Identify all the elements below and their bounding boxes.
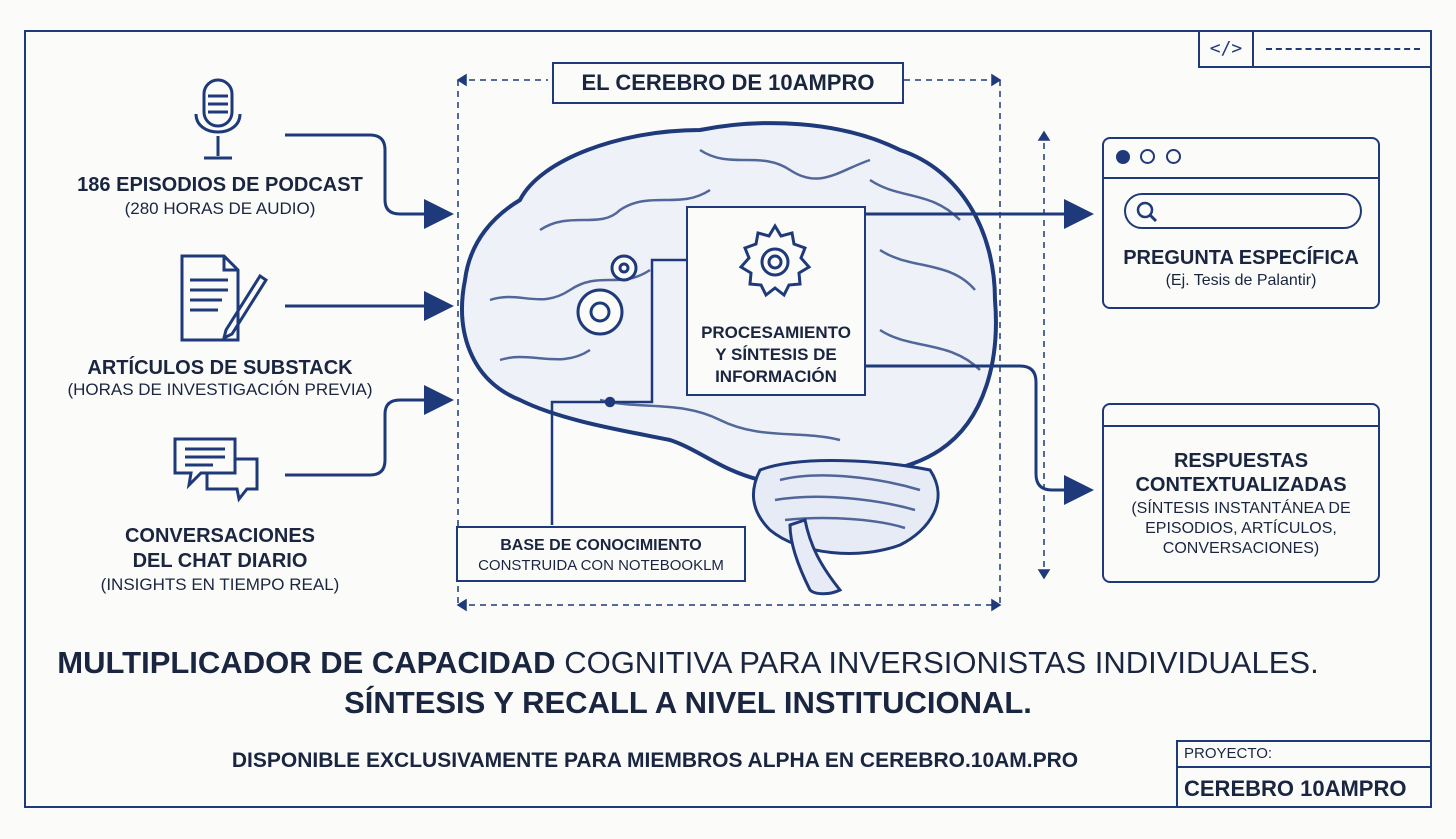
search-input[interactable] [1124, 193, 1362, 229]
answer-sub-3: CONVERSACIONES) [1162, 540, 1320, 557]
window-divider [1104, 177, 1378, 179]
tagline-bold: MULTIPLICADOR DE CAPACIDAD [57, 645, 556, 680]
processing-line-2: Y SÍNTESIS DE [715, 345, 837, 364]
source-chat-title-2: DEL CHAT DIARIO [132, 550, 308, 572]
answer-panel: RESPUESTAS CONTEXTUALIZADAS (SÍNTESIS IN… [1102, 403, 1380, 583]
blueprint-frame [24, 30, 1432, 808]
window-dot-icon [1165, 149, 1181, 164]
availability-text: DISPONIBLE EXCLUSIVAMENTE PARA MIEMBROS … [231, 749, 1079, 772]
tagline-line-2: SÍNTESIS Y RECALL A NIVEL INSTITUCIONAL. [344, 685, 1032, 720]
query-example: (Ej. Tesis de Palantir) [1165, 272, 1317, 289]
project-divider [1178, 766, 1430, 768]
source-chat-title-1: CONVERSACIONES [124, 525, 316, 547]
processing-gear-icon [738, 222, 812, 301]
code-icon: </> [1200, 32, 1254, 66]
code-tag-box: </> [1198, 30, 1432, 68]
answer-title-2: CONTEXTUALIZADAS [1135, 474, 1347, 496]
source-chat-sub: (INSIGHTS EN TIEMPO REAL) [100, 575, 340, 594]
answer-title-1: RESPUESTAS [1173, 450, 1309, 472]
source-podcast-title: 186 EPISODIOS DE PODCAST [77, 174, 363, 196]
tagline-line-1: MULTIPLICADOR DE CAPACIDAD COGNITIVA PAR… [40, 644, 1336, 682]
project-box: PROYECTO: CEREBRO 10AMPRO [1176, 740, 1432, 808]
query-panel: PREGUNTA ESPECÍFICA (Ej. Tesis de Palant… [1102, 137, 1380, 309]
source-podcast-sub: (280 HORAS DE AUDIO) [124, 199, 316, 218]
dashed-line [1266, 48, 1420, 50]
header-title-box: EL CEREBRO DE 10AMPRO [552, 62, 904, 104]
header-title: EL CEREBRO DE 10AMPRO [581, 70, 875, 95]
project-label: PROYECTO: [1184, 745, 1273, 762]
window-dot-filled-icon [1116, 150, 1130, 164]
knowledge-base-box: BASE DE CONOCIMIENTO CONSTRUIDA CON NOTE… [456, 526, 746, 582]
source-substack-title: ARTÍCULOS DE SUBSTACK [87, 357, 353, 379]
source-substack-sub: (HORAS DE INVESTIGACIÓN PREVIA) [67, 380, 373, 399]
processing-box: PROCESAMIENTO Y SÍNTESIS DE INFORMACIÓN [686, 206, 866, 396]
chat-bubbles-icon [173, 437, 263, 508]
window-controls [1116, 149, 1181, 169]
processing-line-1: PROCESAMIENTO [701, 323, 851, 342]
microphone-icon [190, 78, 246, 169]
document-pen-icon [178, 254, 269, 349]
knowledge-base-title: BASE DE CONOCIMIENTO [500, 537, 702, 554]
processing-line-3: INFORMACIÓN [715, 367, 837, 386]
tagline-normal: COGNITIVA PARA INVERSIONISTAS INDIVIDUAL… [555, 645, 1319, 680]
project-name: CEREBRO 10AMPRO [1184, 776, 1407, 801]
query-title: PREGUNTA ESPECÍFICA [1123, 247, 1359, 269]
gear-icon [576, 254, 638, 336]
window-dot-icon [1140, 149, 1156, 164]
answer-sub-1: (SÍNTESIS INSTANTÁNEA DE [1131, 500, 1351, 517]
knowledge-base-sub: CONSTRUIDA CON NOTEBOOKLM [478, 557, 724, 574]
answer-sub-2: EPISODIOS, ARTÍCULOS, [1145, 520, 1337, 537]
answer-top-divider [1104, 425, 1378, 427]
search-icon [1136, 201, 1158, 223]
